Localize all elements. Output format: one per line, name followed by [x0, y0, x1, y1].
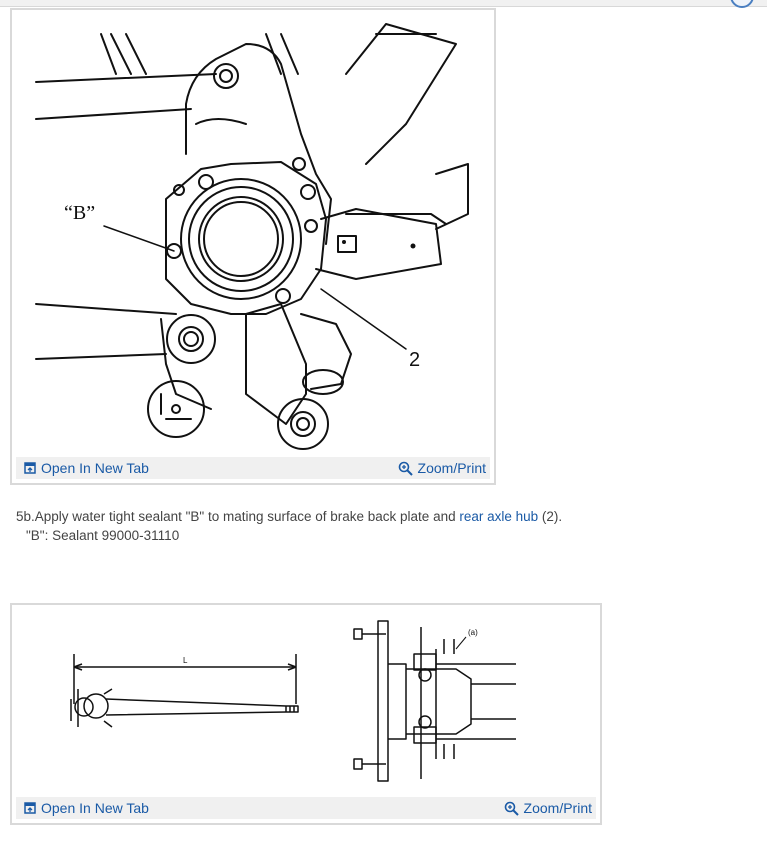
callout-a-label: (a) — [468, 628, 478, 637]
zoom-print-link[interactable]: Zoom/Print — [398, 460, 486, 476]
figure-brake-plate: “B” 2 Open In New Tab Zoom/Print — [10, 8, 496, 485]
figure-toolbar: Open In New Tab Zoom/Print — [16, 797, 596, 819]
callout-b-label: “B” — [64, 202, 95, 224]
browser-top-strip — [0, 0, 767, 7]
dimension-l-label: L — [183, 656, 188, 665]
caption-line-1: 5b.Apply water tight sealant "B" to mati… — [16, 507, 562, 526]
callout-2-label: 2 — [409, 349, 420, 371]
brake-plate-diagram: “B” 2 — [35, 23, 469, 450]
step-caption: 5b.Apply water tight sealant "B" to mati… — [16, 507, 562, 545]
open-in-new-tab-label: Open In New Tab — [41, 800, 149, 816]
zoom-print-link[interactable]: Zoom/Print — [504, 800, 592, 816]
axle-shaft-diagram: L (a) — [70, 620, 516, 782]
open-in-new-tab-link[interactable]: Open In New Tab — [24, 800, 149, 816]
open-new-tab-icon — [24, 462, 36, 474]
open-new-tab-icon — [24, 802, 36, 814]
zoom-icon — [504, 801, 519, 816]
figure-toolbar: Open In New Tab Zoom/Print — [16, 457, 490, 479]
open-in-new-tab-link[interactable]: Open In New Tab — [24, 460, 149, 476]
rear-axle-hub-link[interactable]: rear axle hub — [459, 509, 539, 524]
figure-axle-shaft: L (a) Open In New Tab Zoom/Print — [10, 603, 602, 825]
zoom-icon — [398, 461, 413, 476]
caption-line-2: "B": Sealant 99000-31110 — [26, 528, 180, 543]
zoom-print-label: Zoom/Print — [417, 460, 486, 476]
open-in-new-tab-label: Open In New Tab — [41, 460, 149, 476]
caption-line-1-suffix: (2). — [538, 509, 563, 524]
zoom-print-label: Zoom/Print — [523, 800, 592, 816]
caption-line-1-prefix: 5b.Apply water tight sealant "B" to mati… — [16, 509, 460, 524]
